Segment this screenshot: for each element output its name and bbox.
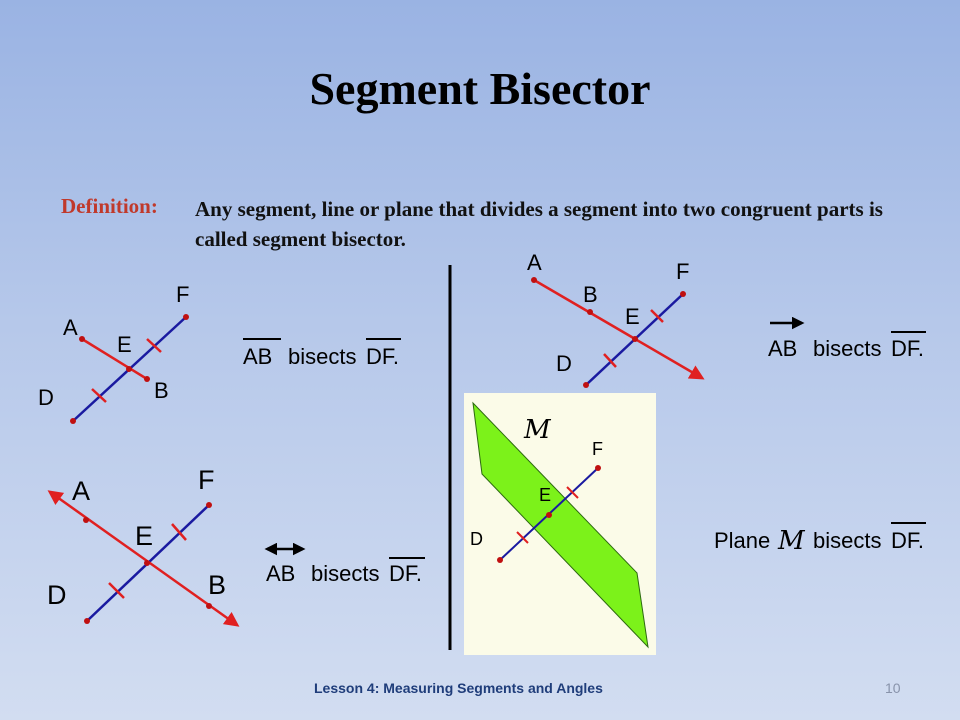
congruence-tick <box>650 309 664 323</box>
label-a: A <box>63 315 78 340</box>
congruence-tick <box>603 353 617 368</box>
congruence-tick <box>516 531 529 544</box>
point-e <box>632 336 638 342</box>
line-ab <box>47 490 240 627</box>
statement-bisects: bisects <box>288 344 356 369</box>
segment-ab <box>81 337 148 381</box>
point-e <box>126 366 132 372</box>
congruence-tick <box>566 486 579 499</box>
segment-bisector-figure: A B D E F <box>38 282 189 424</box>
congruence-tick <box>91 388 107 403</box>
label-a: A <box>72 476 90 506</box>
plane-bisector-figure: D E F M <box>464 393 656 655</box>
point-e <box>144 560 150 566</box>
statement-df: DF. <box>891 336 924 361</box>
ray-ab <box>533 278 705 380</box>
slide-title: Segment Bisector <box>309 63 651 114</box>
point-f <box>680 291 686 297</box>
point-d <box>583 382 589 388</box>
plane-m <box>472 401 649 649</box>
statement-ab: AB <box>768 336 797 361</box>
statement-df: DF. <box>366 344 399 369</box>
label-f: F <box>198 465 215 495</box>
segment-bisector-statement: AB bisects DF. <box>243 338 401 369</box>
congruence-tick <box>171 523 187 541</box>
label-b: B <box>154 378 169 403</box>
statement-plane: Plane <box>714 528 770 553</box>
label-b: B <box>208 570 226 600</box>
point-a <box>83 517 89 523</box>
congruence-tick <box>108 582 125 599</box>
label-f: F <box>676 259 689 284</box>
statement-ab: AB <box>266 561 295 586</box>
statement-bisects: bisects <box>813 528 881 553</box>
statement-df: DF. <box>389 561 422 586</box>
point-a <box>531 277 537 283</box>
statement-bisects: bisects <box>311 561 379 586</box>
statement-df: DF. <box>891 528 924 553</box>
point-a <box>79 336 85 342</box>
point-b <box>206 603 212 609</box>
line-bisector-statement: AB bisects DF. <box>264 542 425 586</box>
line-bisector-figure: A B D E F <box>47 465 240 627</box>
point-f <box>595 465 601 471</box>
congruence-tick <box>146 338 162 353</box>
point-d <box>497 557 503 563</box>
point-d <box>84 618 90 624</box>
label-a: A <box>527 250 542 275</box>
point-f <box>183 314 189 320</box>
definition-text: Any segment, line or plane that divides … <box>195 197 883 251</box>
definition-label: Definition: <box>61 194 158 218</box>
ray-bisector-statement: AB bisects DF. <box>768 316 926 361</box>
label-e: E <box>117 332 132 357</box>
statement-ab: AB <box>243 344 272 369</box>
label-d: D <box>38 385 54 410</box>
label-d: D <box>470 529 483 549</box>
label-d: D <box>47 580 67 610</box>
label-f: F <box>176 282 189 307</box>
label-e: E <box>625 304 640 329</box>
point-e <box>546 512 552 518</box>
point-f <box>206 502 212 508</box>
point-b <box>587 309 593 315</box>
plane-bisector-statement: Plane M bisects DF. <box>714 522 926 556</box>
point-b <box>144 376 150 382</box>
label-b: B <box>583 282 598 307</box>
statement-bisects: bisects <box>813 336 881 361</box>
ray-bisector-figure: A B D E F <box>527 250 705 388</box>
label-f: F <box>592 439 603 459</box>
point-d <box>70 418 76 424</box>
label-plane-m: M <box>523 415 552 445</box>
label-e: E <box>135 521 153 551</box>
label-d: D <box>556 351 572 376</box>
statement-plane-m: M <box>777 526 806 556</box>
footer-lesson-title: Lesson 4: Measuring Segments and Angles <box>314 680 603 696</box>
label-e: E <box>539 485 551 505</box>
page-number: 10 <box>885 680 901 696</box>
